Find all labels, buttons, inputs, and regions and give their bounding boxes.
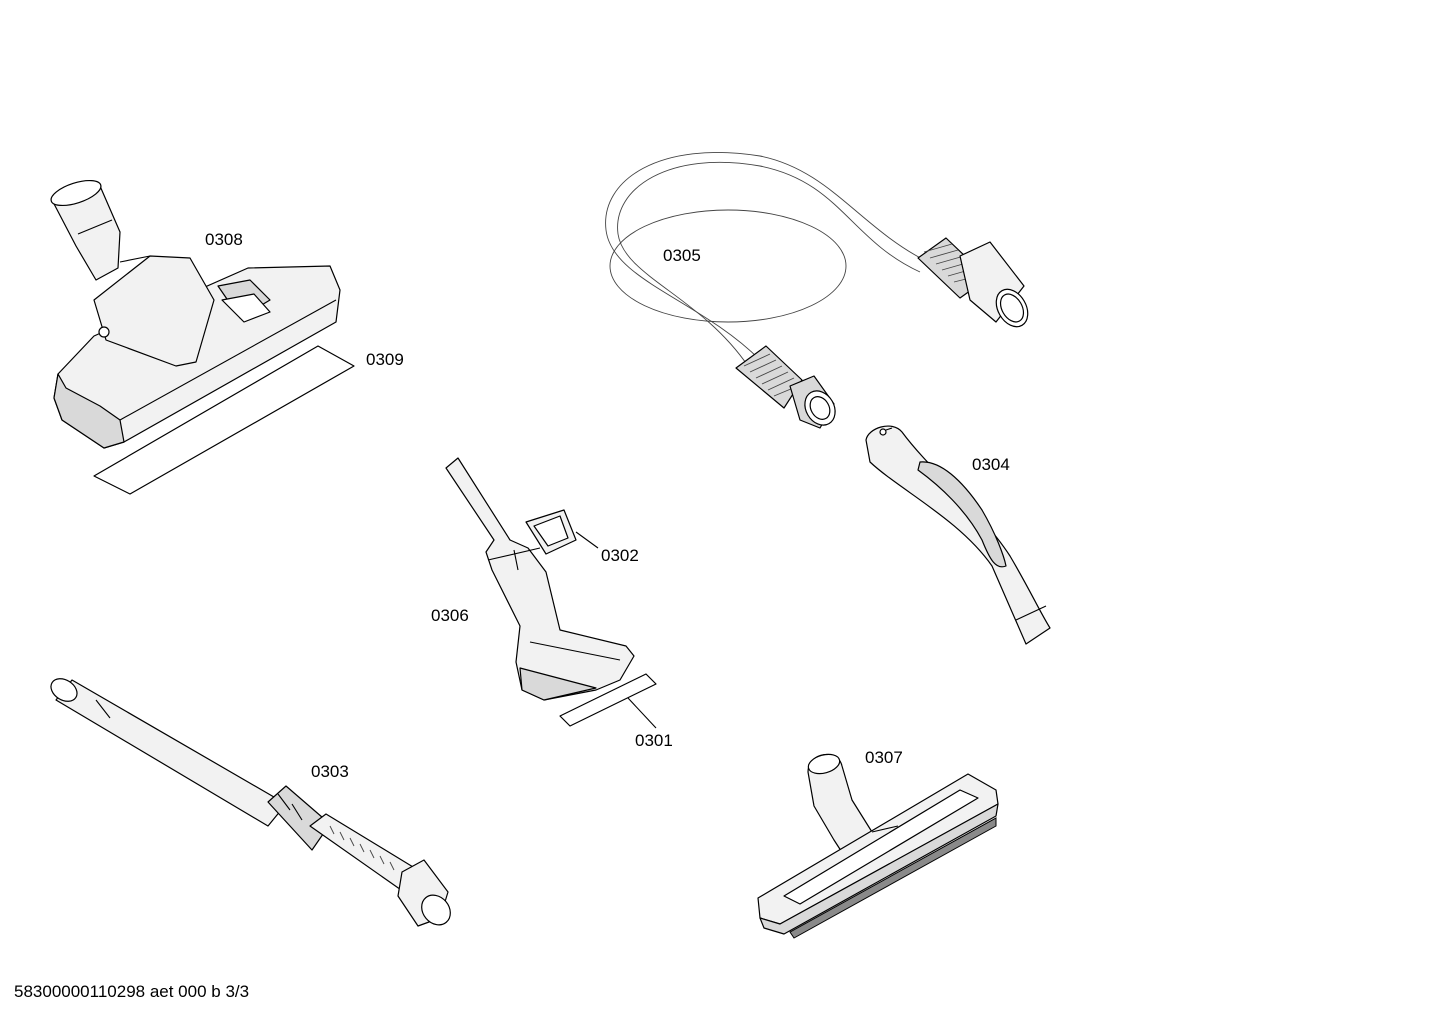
nozzle-strip-drawing [93,345,355,495]
label-0303: 0303 [311,762,349,781]
floor-nozzle-drawing [50,179,341,449]
handle-drawing [865,425,1051,645]
label-0309: 0309 [366,350,404,369]
label-0308: 0308 [205,230,243,249]
hard-floor-nozzle-drawing [757,753,999,939]
label-0305: 0305 [663,246,701,265]
nozzle-insert-drawing [559,673,657,729]
upholstery-nozzle-drawing [445,457,635,701]
label-0306: 0306 [431,606,469,625]
label-0307: 0307 [865,748,903,767]
suction-hose-drawing [605,152,1029,429]
document-id-footer: 58300000110298 aet 000 b 3/3 [14,982,250,1001]
clip-drawing [525,509,599,555]
label-0304: 0304 [972,455,1010,474]
label-0302: 0302 [601,546,639,565]
telescopic-tube-drawing [50,678,451,927]
label-0301: 0301 [635,731,673,750]
